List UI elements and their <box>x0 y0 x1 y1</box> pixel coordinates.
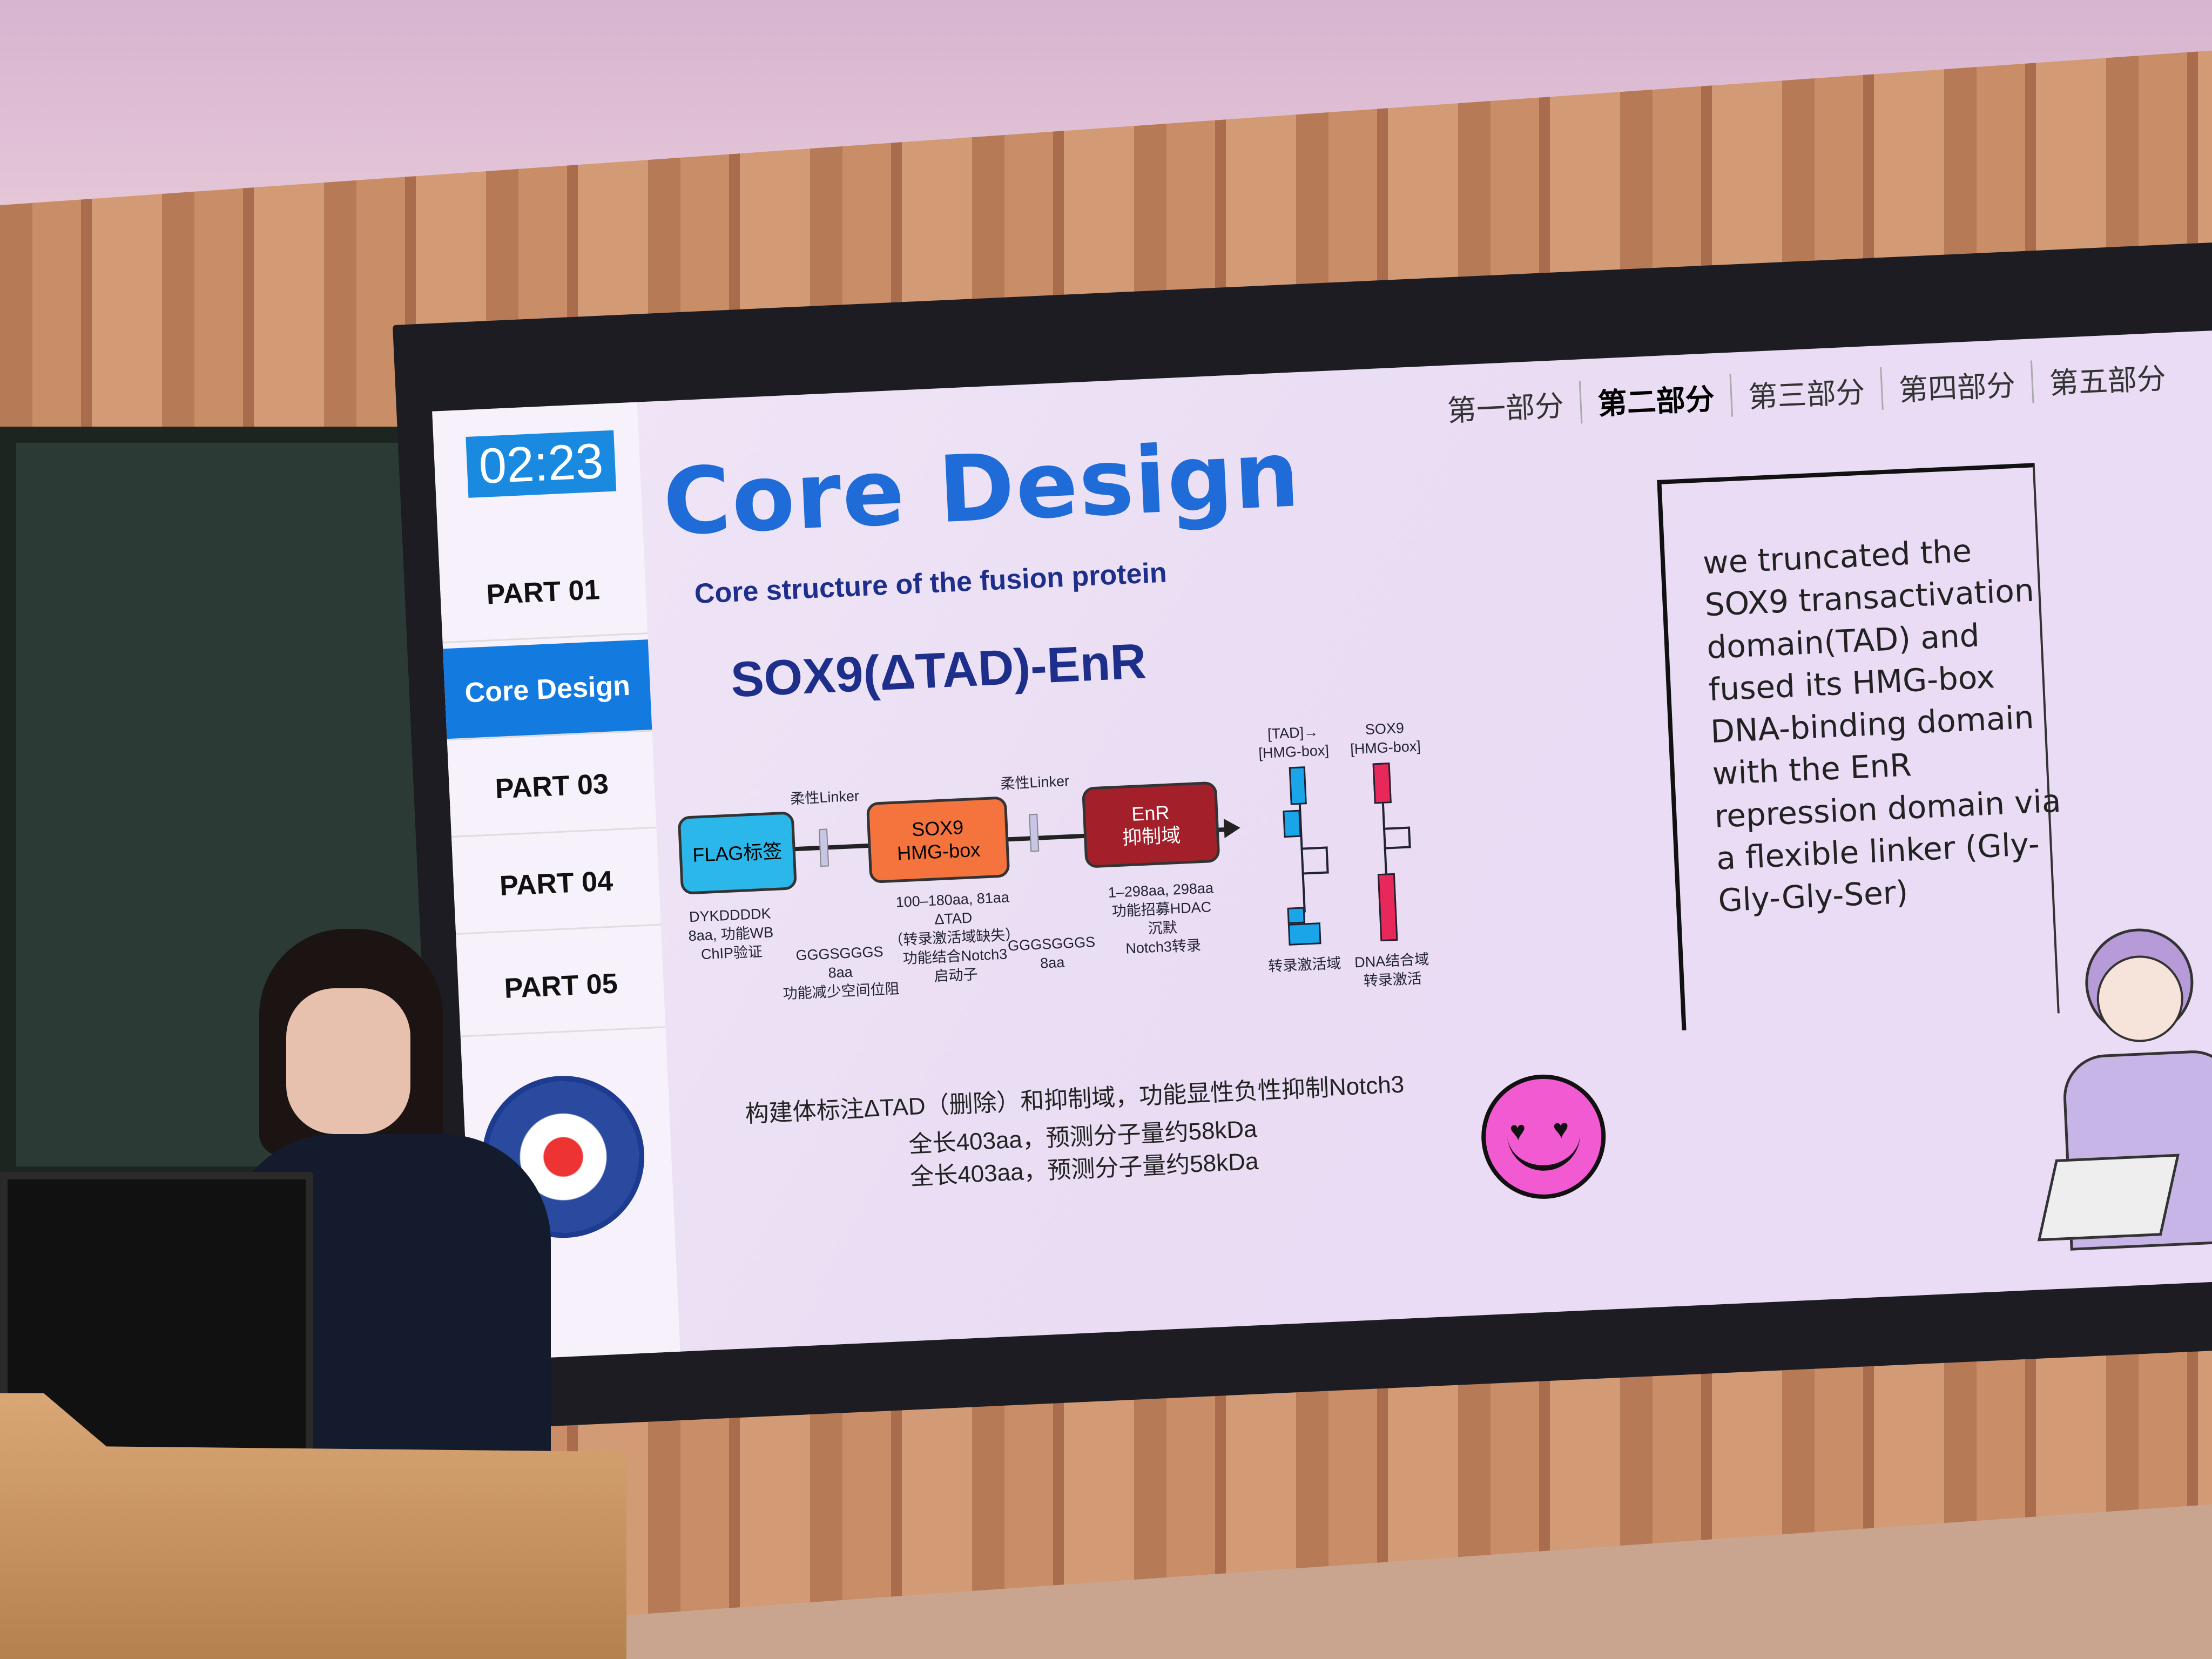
linker2-bar <box>1029 813 1040 852</box>
section-tabs: 第一部分 第二部分 第三部分 第四部分 第五部分 <box>1430 353 2183 430</box>
tab-part1[interactable]: 第一部分 <box>1446 389 1565 428</box>
tab-part4[interactable]: 第四部分 <box>1880 360 2033 410</box>
sidebar-item-core-design[interactable]: Core Design <box>443 639 652 741</box>
sox9-label: SOX9 <box>911 815 965 841</box>
sidebar-item-part03[interactable]: PART 03 <box>447 736 657 838</box>
sidebar-item-part04[interactable]: PART 04 <box>451 833 661 935</box>
timer: 02:23 <box>466 430 617 498</box>
sox9-hmg-header: SOX9[HMG-box] <box>1350 719 1421 758</box>
construct-name: SOX9(ΔTAD)-EnR <box>729 633 1148 708</box>
arrow-icon <box>1223 818 1241 839</box>
doctor-illustration <box>2034 925 2212 1257</box>
repression-domain-label: 抑制域 <box>1122 824 1182 849</box>
tad-header: [TAD]→[HMG-box] <box>1258 724 1330 762</box>
linker2-label: 柔性Linker <box>1000 773 1070 792</box>
linker1-bar <box>818 828 830 867</box>
flag-tag-box: FLAG标签 <box>677 811 798 895</box>
dna-binding-domain-schematic <box>1372 761 1424 942</box>
tab-part5[interactable]: 第五部分 <box>2030 353 2183 403</box>
enr-label: EnR <box>1131 801 1170 825</box>
slide-title: Core Design <box>660 421 1303 557</box>
tab-part3[interactable]: 第三部分 <box>1729 367 1882 417</box>
tad-domain-schematic <box>1281 766 1332 946</box>
slide-subtitle: Core structure of the fusion protein <box>693 557 1168 610</box>
sidebar-item-part01[interactable]: PART 01 <box>438 542 648 644</box>
tab-part2[interactable]: 第二部分 <box>1579 374 1732 424</box>
tad-caption: 转录激活域 <box>1267 955 1341 975</box>
podium-monitor <box>0 1172 313 1474</box>
summary-note-box: we truncated the SOX9 transactivation do… <box>1657 463 2062 1031</box>
smiley-icon: ♥ ♥ <box>1479 1071 1609 1202</box>
presentation-slide: 02:23 PART 01 Core Design PART 03 PART 0… <box>432 330 2212 1361</box>
summary-text: we truncated the SOX9 transactivation do… <box>1702 532 2062 920</box>
linker1-label: 柔性Linker <box>790 787 860 807</box>
hmg-box-label: HMG-box <box>896 838 981 865</box>
dbd-caption: DNA结合域转录激活 <box>1354 951 1429 989</box>
